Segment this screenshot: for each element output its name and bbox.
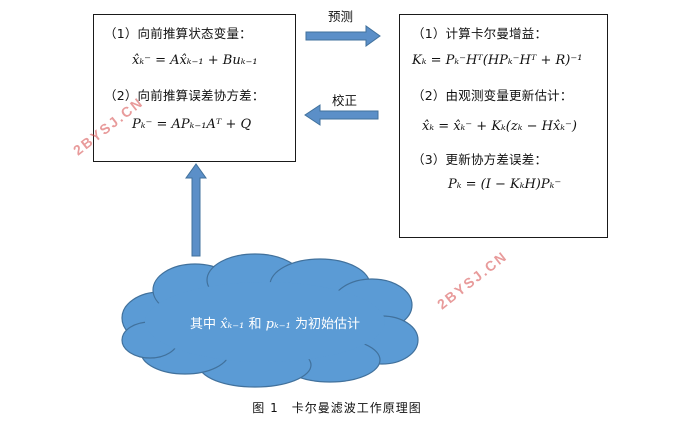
correct-formula2: x̂ₖ = x̂ₖ⁻ + Kₖ(zₖ − Hx̂ₖ⁻) [422,119,577,134]
predict-box: （1）向前推算状态变量： x̂ₖ⁻ = Ax̂ₖ₋₁ + Buₖ₋₁ （2）向前… [93,14,296,162]
predict-label: 预测 [328,9,354,24]
init-up-arrow [185,163,207,257]
predict-formula2: Pₖ⁻ = APₖ₋₁Aᵀ + Q [132,117,252,132]
figure-caption: 图 1 卡尔曼滤波工作原理图 [252,401,422,415]
correct-step3: （3）更新协方差误差： [412,152,548,167]
cloud-prefix: 其中 [190,317,217,332]
cloud-label: 其中 x̂ₖ₋₁ 和 pₖ₋₁ 为初始估计 [150,313,400,332]
correct-arrow [304,104,379,126]
cloud-suffix: 为初始估计 [294,317,360,332]
correct-formula3: Pₖ = (I − KₖH)Pₖ⁻ [448,177,562,192]
predict-formula1: x̂ₖ⁻ = Ax̂ₖ₋₁ + Buₖ₋₁ [132,53,258,68]
cloud-var2: pₖ₋₁ [265,317,291,332]
predict-step1: （1）向前推算状态变量： [104,26,252,41]
correct-formula1: Kₖ = Pₖ⁻Hᵀ(HPₖ⁻Hᵀ + R)⁻¹ [412,53,583,68]
correct-label: 校正 [332,93,358,108]
predict-arrow [305,25,381,47]
correct-step1: （1）计算卡尔曼增益： [412,26,548,41]
cloud-conj: 和 [248,317,262,332]
correct-box: （1）计算卡尔曼增益： Kₖ = Pₖ⁻Hᵀ(HPₖ⁻Hᵀ + R)⁻¹ （2）… [399,14,608,238]
correct-step2: （2）由观测变量更新估计： [412,88,573,103]
cloud-var1: x̂ₖ₋₁ [220,317,245,332]
predict-step2: （2）向前推算误差协方差： [104,88,265,103]
